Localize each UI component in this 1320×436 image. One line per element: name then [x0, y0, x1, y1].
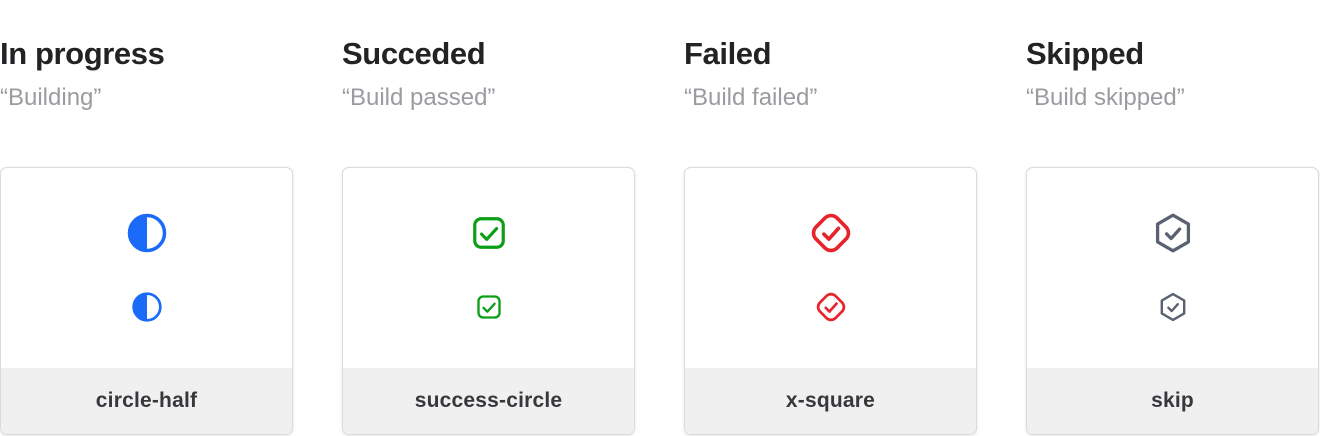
status-subtitle: “Build passed” [342, 83, 496, 111]
icon-name-footer: skip [1027, 368, 1318, 434]
icon-name-label: success-circle [414, 389, 563, 412]
status-title: Failed [684, 36, 772, 71]
circle-half-icon-large [124, 210, 170, 256]
icon-name-label: x-square [785, 389, 876, 412]
icon-preview-area [1, 168, 292, 368]
icon-name-label: skip [1151, 389, 1194, 412]
status-column-succeeded: Succeded “Build passed” succes [342, 0, 635, 436]
icon-card: success-circle [342, 167, 635, 435]
status-title: Succeded [342, 36, 486, 71]
icon-preview-area [1027, 168, 1318, 368]
icon-card: skip [1026, 167, 1319, 435]
status-column-failed: Failed “Build failed” x-square [684, 0, 977, 436]
icon-name-footer: x-square [685, 368, 976, 434]
check-diamond-icon-large [808, 210, 854, 256]
status-title: Skipped [1026, 36, 1144, 71]
icon-name-footer: circle-half [1, 368, 292, 434]
check-hexagon-icon-large [1150, 210, 1196, 256]
icon-name-label: circle-half [95, 389, 198, 412]
circle-half-icon-small [124, 284, 170, 330]
status-subtitle: “Building” [0, 83, 102, 111]
status-subtitle: “Build failed” [684, 83, 818, 111]
status-title: In progress [0, 36, 165, 71]
status-column-skipped: Skipped “Build skipped” skip [1026, 0, 1319, 436]
check-square-icon-large [466, 210, 512, 256]
status-column-in-progress: In progress “Building” circle- [0, 0, 293, 436]
check-hexagon-icon-small [1150, 284, 1196, 330]
check-square-icon-small [466, 284, 512, 330]
icon-card: circle-half [0, 167, 293, 435]
icon-name-footer: success-circle [343, 368, 634, 434]
status-subtitle: “Build skipped” [1026, 83, 1185, 111]
icon-preview-area [343, 168, 634, 368]
check-diamond-icon-small [808, 284, 854, 330]
icon-card: x-square [684, 167, 977, 435]
icon-preview-area [685, 168, 976, 368]
